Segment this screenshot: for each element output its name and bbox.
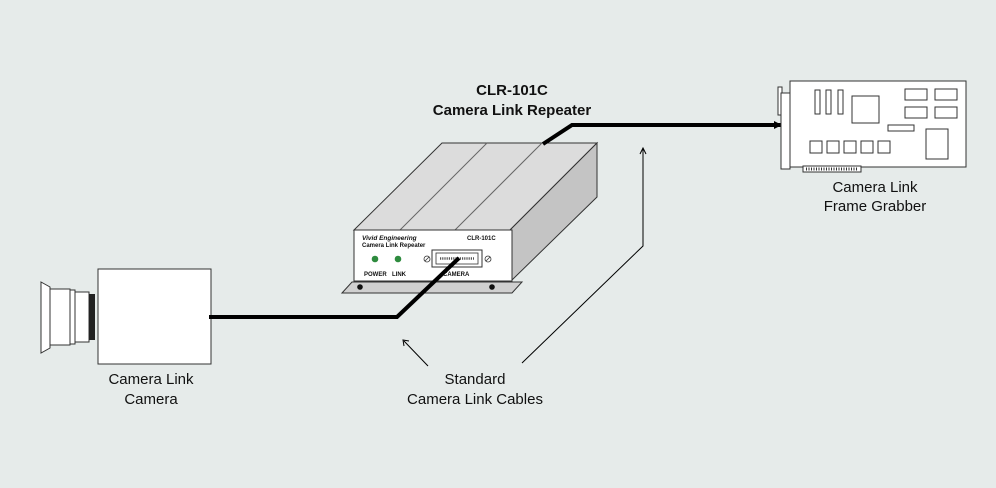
camera-cable (209, 256, 461, 319)
led-power-label: POWER (364, 272, 387, 278)
led-link-label: LINK (392, 272, 407, 278)
frame-grabber-card-icon (777, 80, 967, 173)
grabber-cable (541, 121, 782, 146)
cable-pointer-left (402, 339, 429, 367)
cables-label-line2: Camera Link Cables (407, 391, 543, 408)
power-led-icon (371, 255, 379, 263)
repeater-title-line2: Camera Link Repeater (433, 102, 592, 119)
cables-label-line1: Standard (445, 371, 506, 388)
camera-icon (40, 268, 212, 365)
camera-label-line2: Camera (124, 391, 178, 408)
grabber-label-line1: Camera Link (832, 179, 918, 196)
panel-product: Camera Link Repeater (362, 243, 426, 249)
repeater-title-line1: CLR-101C (476, 82, 548, 99)
cable-pointer-right (521, 146, 647, 364)
repeater-device: Vivid Engineering Camera Link Repeater C… (340, 141, 599, 294)
panel-model: CLR-101C (467, 236, 496, 242)
connector-label: CAMERA (443, 272, 470, 278)
panel-brand: Vivid Engineering (362, 235, 417, 242)
camera-label-line1: Camera Link (108, 371, 194, 388)
link-led-icon (394, 255, 402, 263)
grabber-label-line2: Frame Grabber (824, 198, 927, 215)
